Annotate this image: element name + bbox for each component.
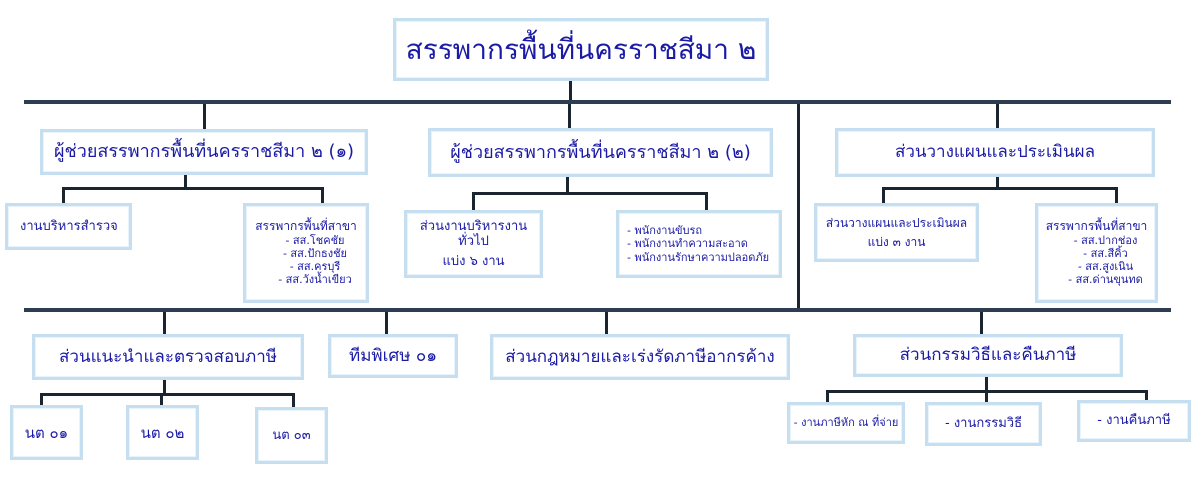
- procedures-title: ส่วนกรรมวิธีและคืนภาษี: [899, 345, 1077, 366]
- assistant2-box: ผู้ช่วยสรรพากรพื้นที่นครราชสีมา ๒ (๒): [428, 128, 773, 177]
- audit-box: ส่วนแนะนำและตรวจสอบภาษี: [32, 334, 304, 380]
- audit-unit-box: นต ๐๓: [255, 407, 328, 464]
- audit-unit-label: นต ๐๑: [24, 423, 69, 442]
- audit-unit-label: นต ๐๒: [140, 423, 185, 442]
- branch2-item: - สส.ปากช่อง: [1073, 233, 1138, 247]
- survey-box: งานบริหารสำรวจ: [5, 203, 132, 250]
- branch2-item: - สส.สูงเนิน: [1077, 260, 1134, 274]
- root-box: สรรพากรพื้นที่นครราชสีมา ๒: [393, 18, 769, 81]
- branch1-item: - สส.ปักธงชัย: [282, 247, 347, 260]
- special-team-box: ทีมพิเศษ ๐๑: [328, 334, 458, 378]
- assistant1-box: ผู้ช่วยสรรพากรพื้นที่นครราชสีมา ๒ (๑): [40, 129, 368, 175]
- legal-box: ส่วนกฎหมายและเร่งรัดภาษีอากรค้าง: [490, 334, 790, 380]
- branch1-box: สรรพากรพื้นที่สาขา - สส.โชคชัย - สส.ปักธ…: [243, 203, 369, 303]
- branch2-list: - สส.ปากช่อง - สส.สีคิ้ว - สส.สูงเนิน - …: [1068, 234, 1143, 287]
- planning-box: ส่วนวางแผนและประเมินผล: [835, 128, 1155, 177]
- procedure-unit-box: - งานกรรมวิธี: [925, 402, 1042, 446]
- procedures-box: ส่วนกรรมวิธีและคืนภาษี: [853, 334, 1123, 377]
- audit-unit-box: นต ๐๒: [126, 405, 199, 460]
- staff-box: - พนักงานขับรถ - พนักงานทำความสะอาด - พน…: [616, 210, 782, 278]
- assistant1-title: ผู้ช่วยสรรพากรพื้นที่นครราชสีมา ๒ (๑): [53, 141, 355, 163]
- planning-sub-box: ส่วนวางแผนและประเมินผล แบ่ง ๓ งาน: [814, 203, 979, 262]
- branch2-box: สรรพากรพื้นที่สาขา - สส.ปากช่อง - สส.สีค…: [1035, 203, 1158, 303]
- branch1-item: - สส.ครบุรี: [289, 260, 341, 274]
- branch1-item: - สส.วังน้ำเขียว: [278, 273, 352, 287]
- branch2-title: สรรพากรพื้นที่สาขา: [1045, 219, 1148, 234]
- assistant2-title: ผู้ช่วยสรรพากรพื้นที่นครราชสีมา ๒ (๒): [450, 141, 751, 163]
- general-admin-line1: ส่วนงานบริหารงานทั่วไป: [419, 218, 528, 250]
- procedure-unit-label: - งานภาษีหัก ณ ที่จ่าย: [793, 416, 899, 430]
- survey-label: งานบริหารสำรวจ: [20, 218, 118, 234]
- audit-unit-label: นต ๐๓: [272, 427, 311, 443]
- special-team-label: ทีมพิเศษ ๐๑: [349, 345, 437, 366]
- branch1-title: สรรพากรพื้นที่สาขา: [255, 219, 357, 234]
- staff-item: - พนักงานรักษาความปลอดภัย: [627, 250, 770, 264]
- legal-title: ส่วนกฎหมายและเร่งรัดภาษีอากรค้าง: [505, 346, 775, 367]
- planning-sub-line2: แบ่ง ๓ งาน: [867, 234, 926, 249]
- root-title: สรรพากรพื้นที่นครราชสีมา ๒: [405, 32, 757, 66]
- branch2-item: - สส.สีคิ้ว: [1083, 247, 1128, 260]
- general-admin-line2: แบ่ง ๖ งาน: [442, 253, 505, 269]
- procedure-unit-label: - งานคืนภาษี: [1097, 413, 1171, 429]
- staff-item: - พนักงานขับรถ: [627, 224, 703, 238]
- staff-item: - พนักงานทำความสะอาด: [627, 237, 748, 251]
- branch1-list: - สส.โชคชัย - สส.ปักธงชัย - สส.ครบุรี - …: [278, 234, 352, 287]
- procedure-unit-label: - งานกรรมวิธี: [945, 416, 1022, 432]
- planning-title: ส่วนวางแผนและประเมินผล: [894, 142, 1096, 163]
- audit-unit-box: นต ๐๑: [10, 405, 83, 460]
- planning-sub-line1: ส่วนวางแผนและประเมินผล: [825, 216, 968, 231]
- procedure-unit-box: - งานภาษีหัก ณ ที่จ่าย: [787, 402, 905, 444]
- audit-title: ส่วนแนะนำและตรวจสอบภาษี: [59, 346, 277, 367]
- branch1-item: - สส.โชคชัย: [285, 233, 345, 247]
- general-admin-box: ส่วนงานบริหารงานทั่วไป แบ่ง ๖ งาน: [404, 210, 543, 278]
- procedure-unit-box: - งานคืนภาษี: [1077, 400, 1191, 442]
- branch2-item: - สส.ด่านขุนทด: [1068, 273, 1143, 287]
